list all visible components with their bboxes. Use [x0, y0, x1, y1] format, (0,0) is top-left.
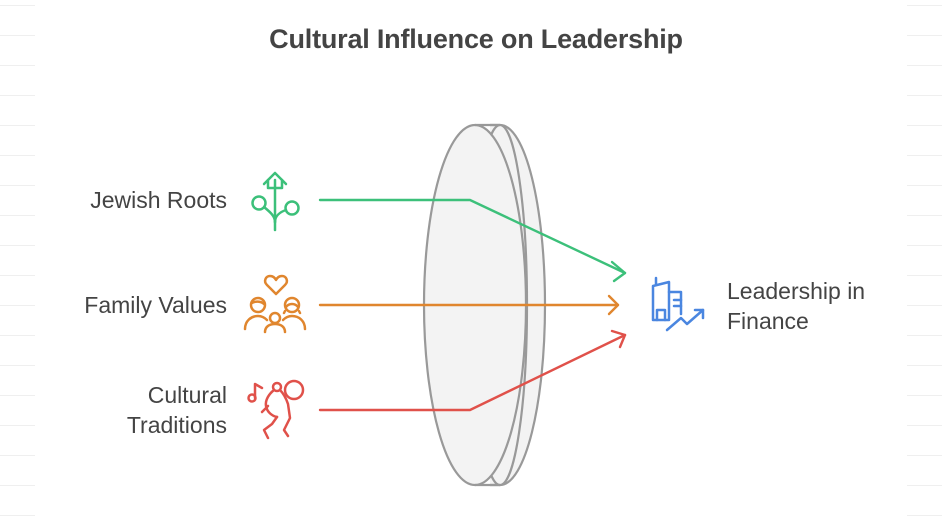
building-growth-icon — [651, 276, 705, 332]
label-jewish-roots: Jewish Roots — [90, 187, 227, 213]
background-edge-lines-left — [0, 0, 35, 525]
label-leadership-line1: Leadership in — [727, 278, 866, 304]
label-family-values: Family Values — [84, 292, 227, 318]
dancing-music-icon — [247, 379, 305, 440]
label-leadership-in-finance: Leadership in Finance — [727, 276, 865, 336]
label-cultural-traditions: Cultural Traditions — [127, 380, 227, 440]
connector-jewish-roots — [318, 198, 627, 283]
sprout-house-icon — [251, 171, 300, 232]
family-heart-icon — [243, 274, 307, 334]
label-leadership-line2: Finance — [727, 308, 809, 334]
connector-cultural-traditions — [318, 329, 627, 412]
diagram-title: Cultural Influence on Leadership — [269, 24, 683, 54]
label-cultural-traditions-line2: Traditions — [126, 412, 227, 438]
label-cultural-traditions-line1: Cultural — [147, 382, 227, 408]
connector-family-values — [318, 294, 620, 316]
background-edge-lines-right — [907, 0, 942, 525]
